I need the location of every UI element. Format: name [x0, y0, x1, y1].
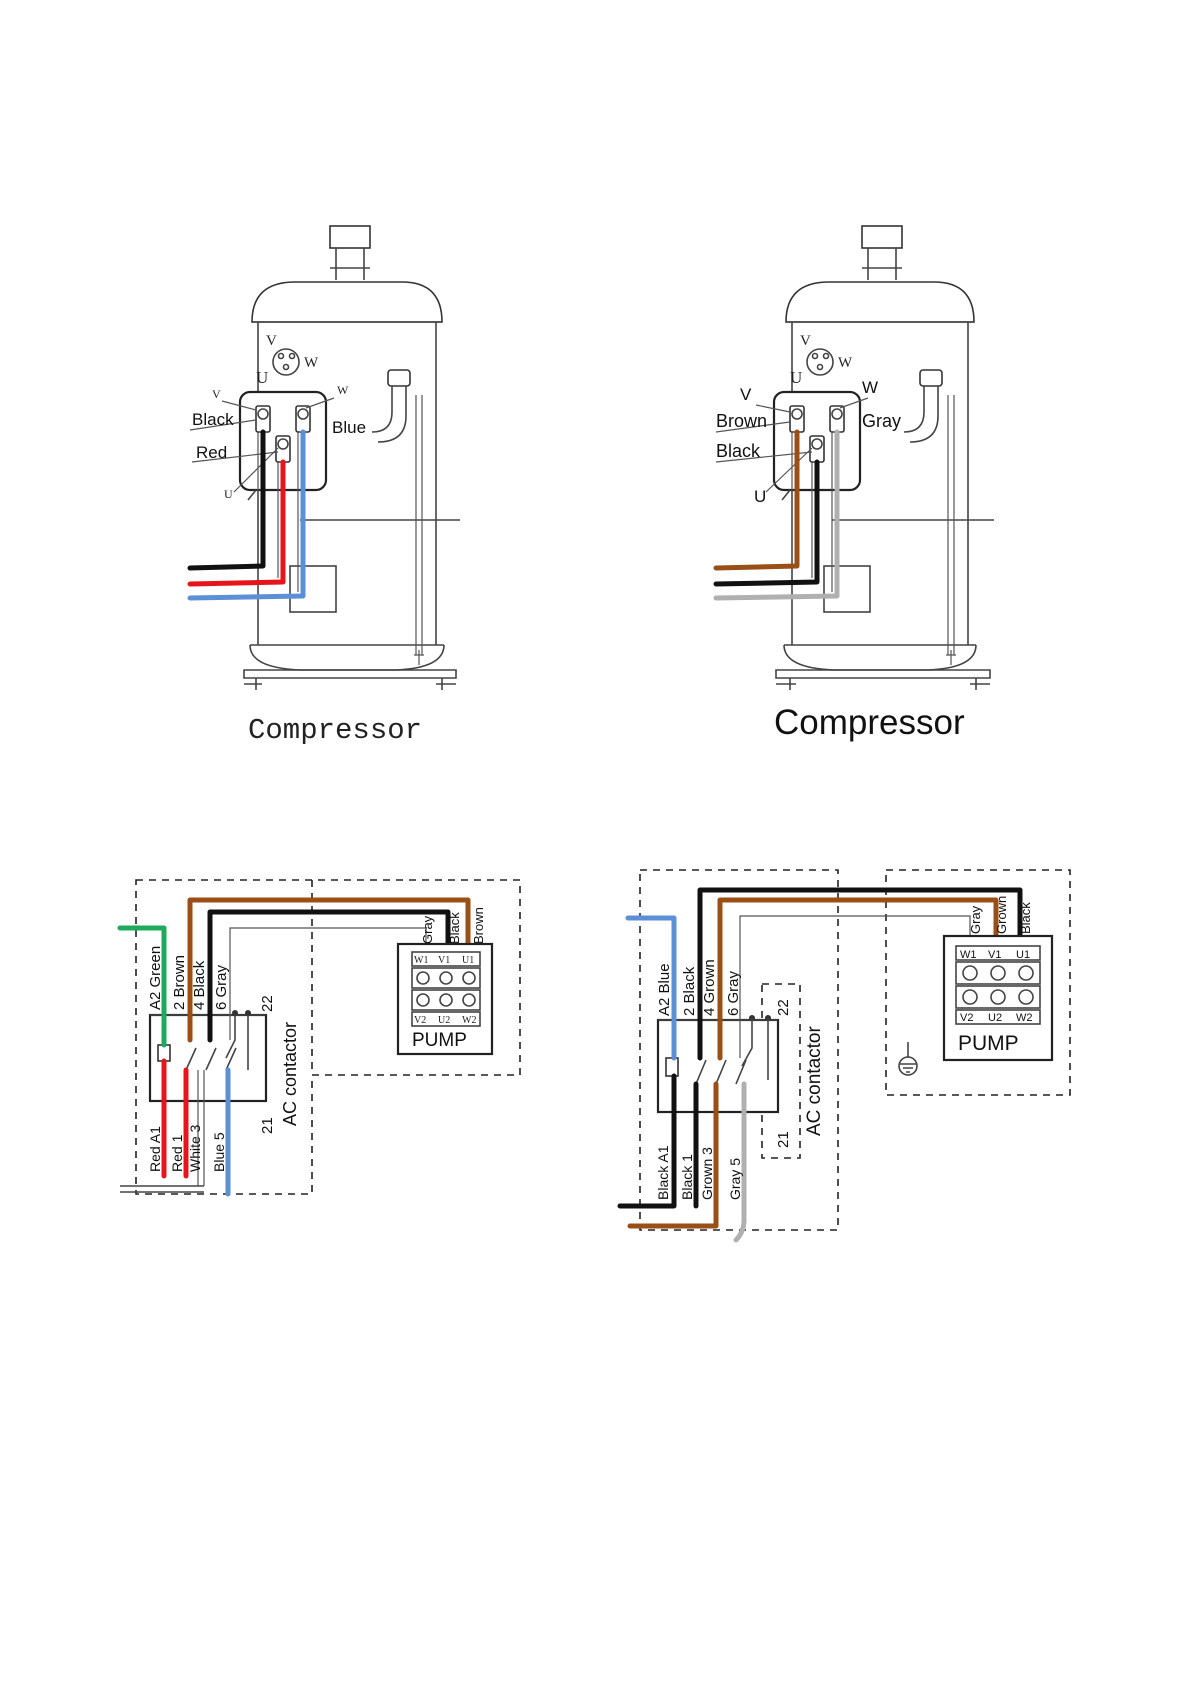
compressor-caption: Compressor	[774, 703, 965, 742]
wire-gray-thin	[229, 927, 427, 1040]
wire-white	[197, 1070, 205, 1186]
pump-block: W1 V1 U1 V2 U2 W2 PUMP	[942, 934, 1054, 1062]
compressor-right: V W U V W U Brown Black Gray Co	[713, 225, 994, 742]
contactor-bottom-label-2: Red 1	[169, 1134, 185, 1172]
contactor-title: AC contactor	[804, 1026, 825, 1136]
port-label-v: V	[800, 333, 811, 349]
wire-gray	[713, 429, 840, 601]
wire-label-gray: Gray	[862, 411, 901, 431]
wire-label-black: Black	[716, 441, 761, 461]
pump-terminal-bottom-2: U2	[988, 1012, 1002, 1024]
pump-wire-label-1: Gray	[420, 915, 435, 944]
aux-top-label: 22	[775, 999, 792, 1016]
contactor-bottom-label-3: Grown 3	[699, 1147, 715, 1200]
contactor-top-label-4: 6 Gray	[213, 964, 230, 1010]
wire-brown	[713, 429, 800, 571]
port-label-w: W	[838, 355, 853, 371]
pump-terminal-top-2: V1	[988, 949, 1001, 961]
compressor-body	[775, 225, 994, 690]
wire-gray-5	[733, 1081, 747, 1243]
wire-blue	[625, 915, 677, 1061]
wire-brown	[717, 897, 999, 1061]
ground-symbol-icon	[898, 1042, 918, 1076]
contactor-top-label-3: 4 Grown	[701, 959, 718, 1016]
contactor-bottom-label-4: Blue 5	[211, 1132, 227, 1172]
port-label-u: U	[256, 368, 268, 387]
port-label-v: V	[266, 333, 277, 349]
terminal-box: V W U	[189, 383, 349, 501]
contactor-right: W1 V1 U1 V2 U2 W2 PUMP Gray Grown Black …	[617, 869, 1071, 1243]
pump-wire-label-1: Gray	[968, 905, 983, 934]
wire-blue	[187, 429, 306, 601]
wire-brown-3	[627, 1081, 719, 1229]
terminal-label-w: W	[862, 378, 878, 397]
pump-terminal-bottom-3: W2	[1016, 1012, 1033, 1024]
wire-black-a1	[617, 1073, 677, 1209]
wire-red	[187, 459, 286, 587]
pump-terminal-bottom-1: V2	[414, 1015, 426, 1026]
pump-terminal-top-1: W1	[960, 949, 977, 961]
pump-wire-label-3: Black	[1018, 902, 1033, 934]
contactor-bottom-label-1: Red A1	[147, 1126, 163, 1172]
aux-top-label: 22	[259, 995, 276, 1012]
contactor-top-label-1: A2 Blue	[656, 963, 673, 1016]
wire-label-brown: Brown	[716, 411, 767, 431]
terminal-label-u: U	[224, 487, 233, 501]
wire-brown	[187, 897, 471, 1043]
contactor-top-label-4: 6 Gray	[725, 970, 742, 1016]
terminal-label-v: V	[212, 387, 221, 401]
terminal-label-u: U	[754, 487, 766, 506]
pump-terminal-bottom-1: V2	[960, 1012, 973, 1024]
contactor-top-label-2: 2 Brown	[171, 955, 188, 1010]
wire-label-black: Black	[192, 410, 234, 429]
pump-label: PUMP	[958, 1032, 1019, 1055]
terminal-label-v: V	[740, 385, 752, 404]
pump-wire-label-3: Brown	[471, 907, 486, 944]
contactor-bottom-label-1: Black A1	[655, 1145, 671, 1200]
compressor-left-wires	[187, 429, 306, 601]
pump-wire-label-2: Grown	[994, 896, 1009, 934]
port-label-w: W	[304, 355, 319, 371]
contactor-left: W1 V1 U1 V2 U2 W2 PUMP Gray Black Brown …	[117, 879, 521, 1197]
contactor-top-label-2: 2 Black	[681, 966, 698, 1016]
wire-black	[697, 887, 1023, 1061]
port-label-u: U	[790, 368, 802, 387]
wire-green	[117, 925, 167, 1048]
terminal-label-w: W	[337, 383, 349, 397]
port-cluster: V W U	[256, 333, 319, 387]
contactor-top-label-3: 4 Black	[191, 960, 208, 1010]
port-cluster: V W U	[790, 333, 853, 387]
pump-terminal-top-3: U1	[1016, 949, 1030, 961]
aux-bottom-label: 21	[259, 1117, 276, 1134]
pump-wire-label-2: Black	[447, 912, 462, 944]
pump-block: W1 V1 U1 V2 U2 W2 PUMP	[396, 942, 494, 1056]
contactor-top-label-1: A2 Green	[147, 946, 164, 1010]
wire-label-blue: Blue	[332, 418, 366, 437]
wire-black	[207, 909, 451, 1043]
wire-gray-thin	[739, 915, 971, 1058]
contactor-title: AC contactor	[280, 1022, 300, 1126]
wire-label-red: Red	[196, 443, 227, 462]
pump-terminal-bottom-3: W2	[462, 1015, 476, 1026]
pump-terminal-bottom-2: U2	[438, 1015, 450, 1026]
contactor-bottom-label-2: Black 1	[679, 1154, 695, 1200]
wire-black	[713, 459, 820, 587]
pump-terminal-top-2: V1	[438, 955, 450, 966]
wire-black	[187, 429, 266, 571]
pump-terminal-top-1: W1	[414, 955, 428, 966]
aux-bottom-label: 21	[775, 1131, 792, 1148]
compressor-left: V W U V W U Black Red Blue Comp	[187, 225, 460, 747]
compressor-caption: Compressor	[248, 714, 422, 747]
pump-terminal-top-3: U1	[462, 955, 474, 966]
contactor-bottom-label-3: White 3	[187, 1124, 203, 1172]
pump-label: PUMP	[412, 1030, 467, 1051]
contactor-bottom-label-4: Gray 5	[727, 1158, 743, 1200]
compressor-right-wires	[713, 429, 840, 601]
